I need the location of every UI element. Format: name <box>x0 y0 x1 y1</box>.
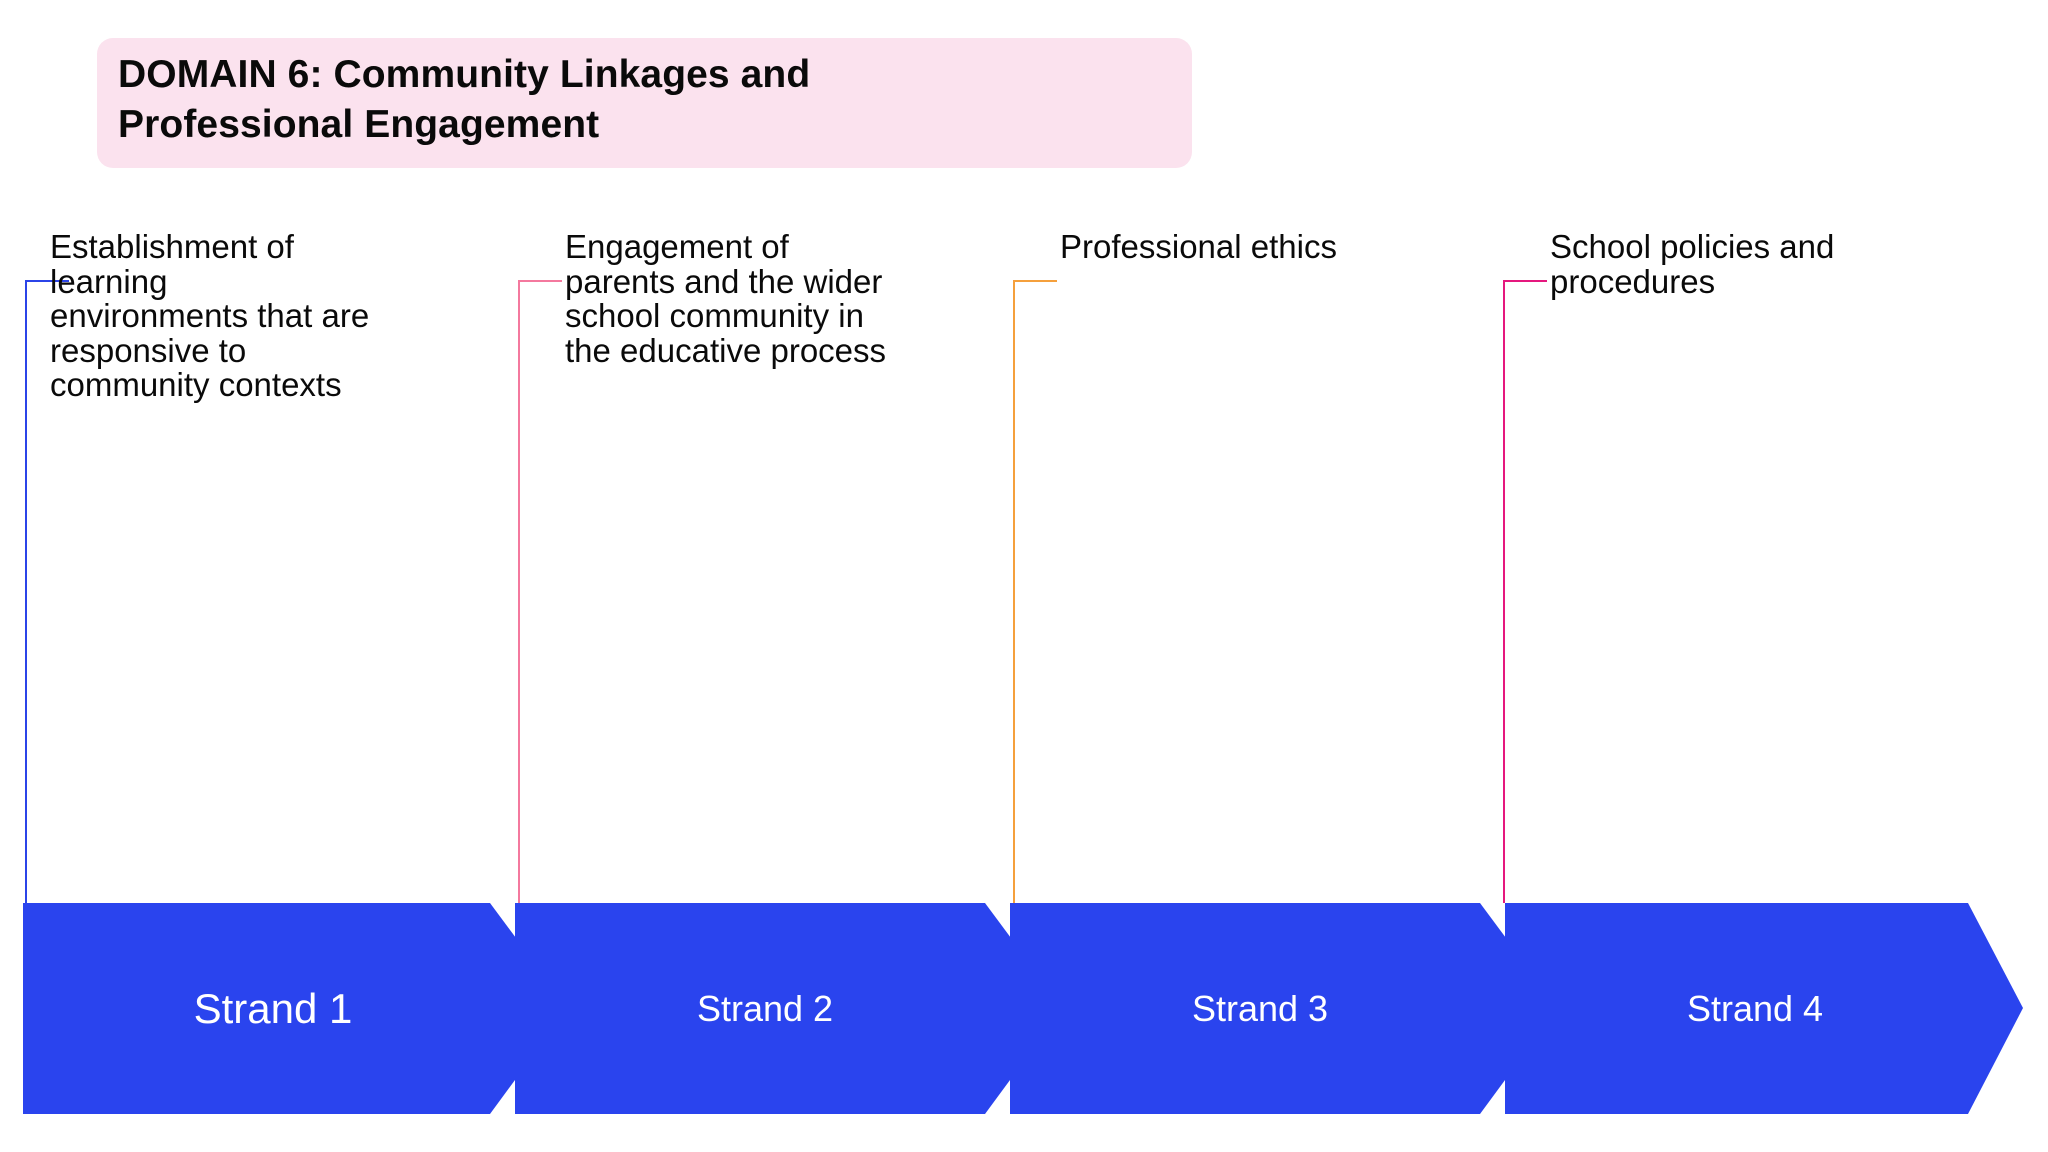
strand-chevron-3[interactable] <box>1010 903 1558 1114</box>
page-title: DOMAIN 6: Community Linkages and Profess… <box>118 53 811 146</box>
connector-vertical-line-4 <box>1503 280 1505 903</box>
strand-description-3: Professional ethics <box>1060 228 1337 265</box>
connector-horizontal-stub-1 <box>25 280 69 282</box>
strand-chevron-4[interactable] <box>1505 903 2023 1114</box>
strand-chevron-2[interactable] <box>515 903 1063 1114</box>
connector-vertical-line-2 <box>518 280 520 903</box>
strand-description-1: Establishment of learning environments t… <box>50 228 370 403</box>
strand-chevron-1[interactable] <box>23 903 568 1114</box>
strand-description-4: School policies and procedures <box>1550 228 1835 300</box>
connector-horizontal-stub-4 <box>1503 280 1547 282</box>
strand-arrow-band <box>0 903 2048 1114</box>
connector-horizontal-stub-3 <box>1013 280 1057 282</box>
connector-vertical-line-3 <box>1013 280 1015 903</box>
connector-vertical-line-1 <box>25 280 27 903</box>
strand-description-2: Engagement of parents and the wider scho… <box>565 228 887 369</box>
connector-horizontal-stub-2 <box>518 280 562 282</box>
domain-title-box: DOMAIN 6: Community Linkages and Profess… <box>97 38 1192 168</box>
